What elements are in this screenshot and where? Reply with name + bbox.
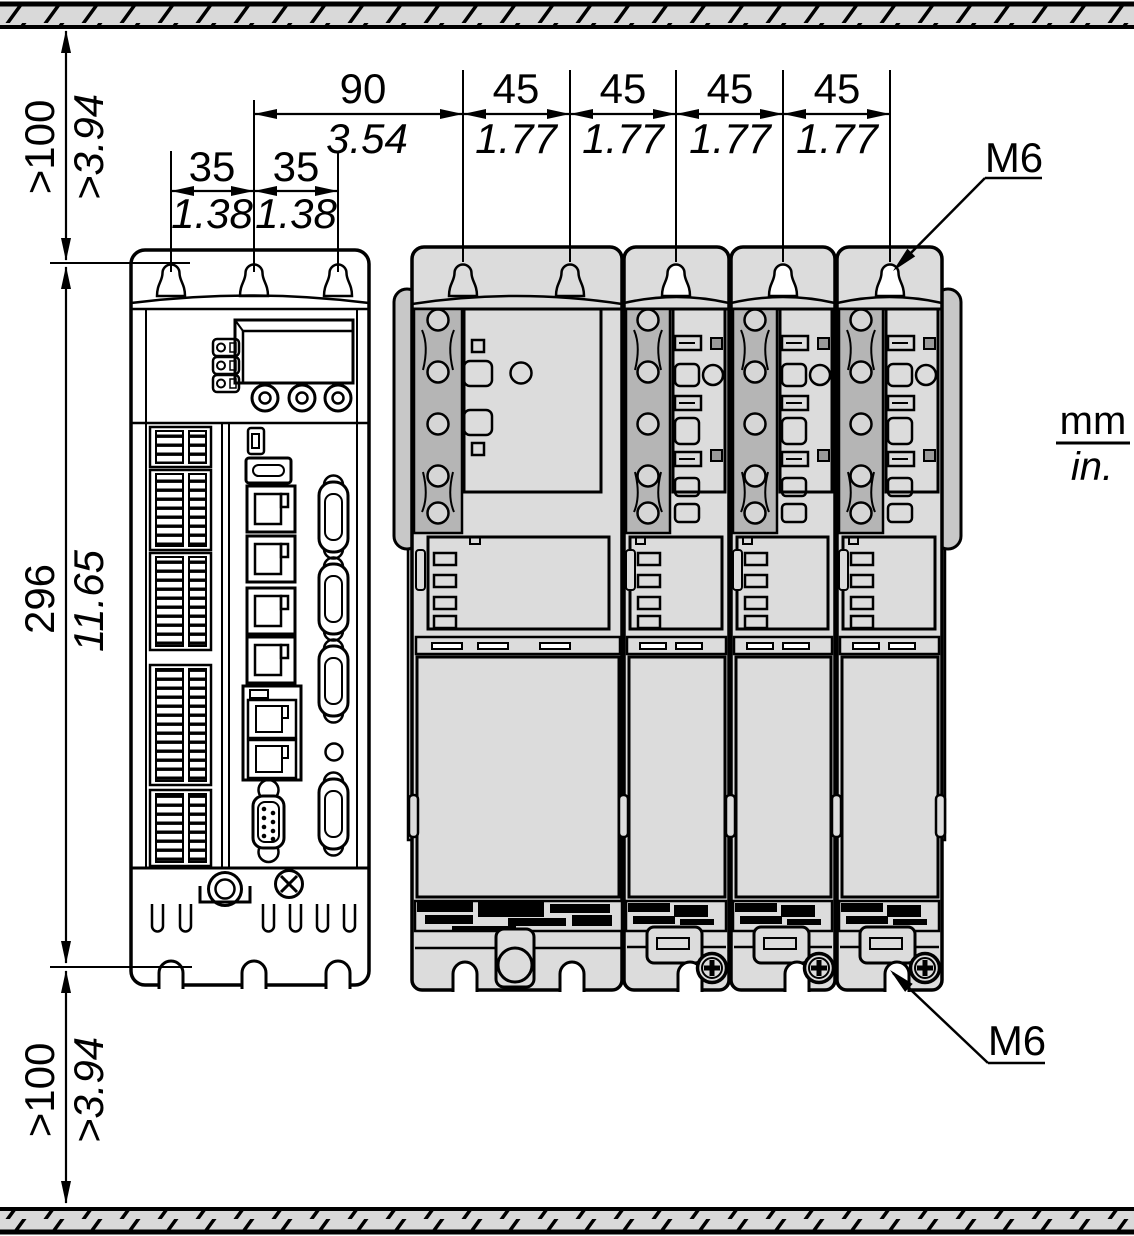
dsub-connectors — [317, 474, 350, 857]
dim-45-3-mm: 45 — [706, 65, 754, 112]
ground-stud — [198, 871, 252, 907]
drive-module-1-panel — [462, 307, 603, 494]
leader-arrowhead — [893, 248, 916, 271]
drive-module-3-panel — [778, 307, 834, 524]
db9-serial-port — [251, 778, 286, 864]
dim-90-in: 3.54 — [326, 115, 408, 162]
display — [211, 318, 355, 394]
drive-assembly — [392, 245, 963, 992]
dim-35-right-in: 1.38 — [255, 190, 337, 237]
drive-fixing-screws — [695, 951, 942, 985]
terminal-blocks — [148, 425, 213, 868]
drive-lower-panels — [407, 655, 947, 899]
drive-mid-panels — [415, 535, 937, 631]
dim-45-2-in: 1.77 — [582, 115, 664, 162]
top-dimension-line-45 — [253, 70, 891, 272]
wall-top — [0, 1, 1134, 29]
controller-keyhole-slots — [155, 263, 354, 298]
middle-connectors — [241, 426, 303, 864]
m6-leader-bottom — [890, 970, 1045, 1065]
screw-icon — [908, 951, 942, 985]
dim-top-clearance-mm: >100 — [16, 99, 63, 195]
thread-label-top: M6 — [984, 134, 1044, 181]
vent-slots — [150, 904, 357, 933]
thread-label-bottom: M6 — [987, 1017, 1047, 1064]
vertical-dimension-lines — [61, 30, 71, 1204]
units-in: in. — [1070, 445, 1114, 489]
dim-top-clearance-in: >3.94 — [65, 93, 112, 201]
screw-icon — [802, 951, 836, 985]
leader-arrowhead — [890, 970, 913, 992]
dim-height-in: 11.65 — [65, 550, 112, 652]
dim-45-1-in: 1.77 — [475, 115, 557, 162]
ethernet-port-frame — [241, 684, 303, 782]
dim-45-4-in: 1.77 — [796, 115, 878, 162]
ethernet-port — [246, 698, 298, 740]
drive-keyhole-slots — [447, 263, 906, 298]
dim-45-3-in: 1.77 — [689, 115, 771, 162]
display-side-connectors — [211, 337, 241, 394]
drive-bottom-bands — [413, 899, 941, 989]
dim-45-2-mm: 45 — [599, 65, 647, 112]
dsub-port — [317, 474, 350, 560]
dim-45-4-mm: 45 — [813, 65, 861, 112]
screw-icon — [695, 951, 729, 985]
usb-port — [244, 456, 293, 485]
dim-35-right-mm: 35 — [272, 143, 320, 190]
drive-module-2-panel — [671, 307, 727, 524]
controller — [129, 248, 371, 989]
dsub-port — [317, 556, 350, 642]
dsub-port — [317, 771, 350, 857]
drive-module-4-panel — [884, 307, 940, 524]
ethernet-port — [245, 534, 297, 584]
ethernet-port — [245, 635, 297, 685]
led-vent-slots — [432, 551, 875, 630]
dim-height-mm: 296 — [16, 563, 63, 635]
dim-bottom-clearance-mm: >100 — [16, 1042, 63, 1138]
fixing-screw — [274, 869, 304, 899]
dimension-graphics — [50, 30, 1130, 1204]
units-mm: mm — [1059, 399, 1127, 443]
dsub-port — [317, 638, 350, 724]
dim-35-left-in: 1.38 — [171, 190, 253, 237]
ground-tab-hole — [496, 946, 534, 984]
top-dimension-line-35 — [170, 151, 339, 272]
drive-shelves — [414, 635, 941, 656]
front-buttons — [250, 383, 353, 413]
dimension-arrowheads — [61, 30, 71, 1204]
wall-bottom — [0, 1207, 1134, 1235]
dim-90-mm: 90 — [339, 65, 387, 112]
ethernet-port — [245, 484, 297, 534]
m6-leader-top — [893, 176, 1042, 271]
side-clips — [407, 793, 947, 839]
dim-35-left-mm: 35 — [188, 143, 236, 190]
drive-bottom-notches — [451, 960, 911, 992]
ethernet-port — [246, 738, 298, 780]
dim-bottom-clearance-in: >3.94 — [65, 1036, 112, 1144]
dim-45-1-mm: 45 — [492, 65, 540, 112]
controller-collar — [130, 294, 370, 305]
ethernet-port — [245, 586, 297, 636]
indicator-hole — [324, 742, 344, 762]
drive-terminal-rails — [412, 307, 885, 535]
